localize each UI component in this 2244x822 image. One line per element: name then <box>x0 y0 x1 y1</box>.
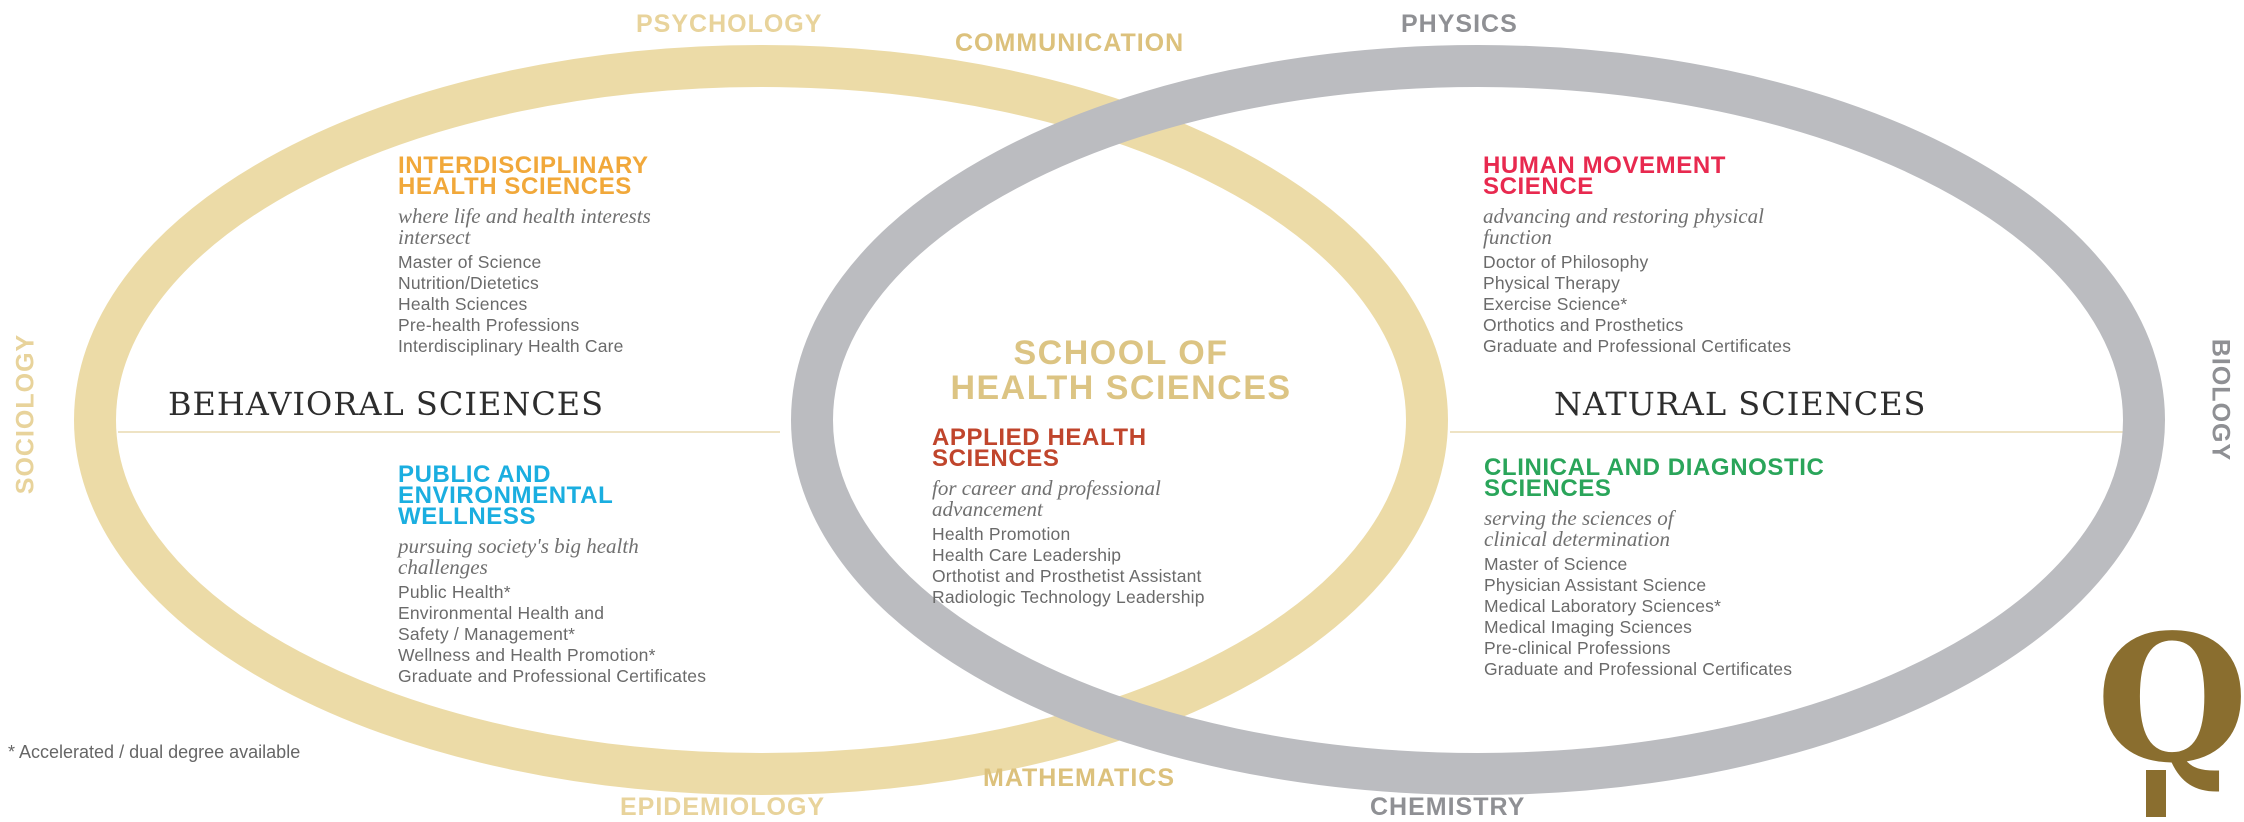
program-item: Health Care Leadership <box>932 545 1122 565</box>
section-title-line: APPLIED HEALTH <box>932 424 1147 451</box>
program-item: Environmental Health and <box>398 603 605 623</box>
program-item: Pre-clinical Professions <box>1484 638 1671 658</box>
behavioral-ring <box>74 45 1448 795</box>
section-title-line: ENVIRONMENTAL <box>398 482 614 509</box>
program-item: Medical Imaging Sciences <box>1484 617 1693 637</box>
discipline-sociology: SOCIOLOGY <box>11 333 40 495</box>
program-item: Radiologic Technology Leadership <box>932 587 1205 607</box>
tagline-line: where life and health interests <box>398 204 651 228</box>
tagline-line: challenges <box>398 555 488 579</box>
school-title-line-2: HEALTH SCIENCES <box>950 369 1292 407</box>
program-item: Graduate and Professional Certificates <box>1483 336 1792 356</box>
natural-sciences-heading: NATURAL SCIENCES <box>1554 385 1927 423</box>
discipline-mathematics: MATHEMATICS <box>983 764 1175 792</box>
school-title-line-1: SCHOOL OF <box>1013 334 1229 372</box>
section-title-line: WELLNESS <box>398 503 537 530</box>
program-item: Health Sciences <box>398 294 528 314</box>
section-title-line: CLINICAL AND DIAGNOSTIC <box>1484 454 1825 481</box>
discipline-biology: BIOLOGY <box>2206 338 2235 462</box>
school-title: SCHOOL OF HEALTH SCIENCES <box>878 336 1364 406</box>
program-item: Master of Science <box>398 252 542 272</box>
program-item: Wellness and Health Promotion* <box>398 645 656 665</box>
discipline-psychology: PSYCHOLOGY <box>636 10 823 38</box>
tagline-line: pursuing society's big health <box>398 534 639 558</box>
program-item: Graduate and Professional Certificates <box>398 666 707 686</box>
natural-ring <box>791 45 2165 795</box>
tagline-line: for career and professional <box>932 476 1161 500</box>
program-item: Health Promotion <box>932 524 1071 544</box>
program-item: Public Health* <box>398 582 511 602</box>
section-title-line: SCIENCES <box>1484 475 1612 502</box>
program-item: Graduate and Professional Certificates <box>1484 659 1793 679</box>
program-item: Orthotist and Prosthetist Assistant <box>932 566 1202 586</box>
footnote: * Accelerated / dual degree available <box>8 742 301 762</box>
program-item: Master of Science <box>1484 554 1628 574</box>
program-item: Physical Therapy <box>1483 273 1621 293</box>
discipline-physics: PHYSICS <box>1401 10 1518 38</box>
program-item: Medical Laboratory Sciences* <box>1484 596 1722 616</box>
section-title-line: HEALTH SCIENCES <box>398 173 632 200</box>
university-logo: Q <box>2100 620 2244 817</box>
discipline-chemistry: CHEMISTRY <box>1370 793 1526 821</box>
program-item: Doctor of Philosophy <box>1483 252 1649 272</box>
section-title-line: SCIENCE <box>1483 173 1594 200</box>
discipline-epidemiology: EPIDEMIOLOGY <box>620 793 826 821</box>
section-title-line: PUBLIC AND <box>398 461 552 488</box>
discipline-communication: COMMUNICATION <box>955 29 1185 57</box>
program-item: Nutrition/Dietetics <box>398 273 539 293</box>
tagline-line: function <box>1483 225 1552 249</box>
program-item: Safety / Management* <box>398 624 576 644</box>
behavioral-sciences-heading: BEHAVIORAL SCIENCES <box>168 385 605 423</box>
program-item: Interdisciplinary Health Care <box>398 336 624 356</box>
logo-mark: Q <box>2100 620 2244 802</box>
program-item: Exercise Science* <box>1483 294 1628 314</box>
tagline-line: advancement <box>932 497 1043 521</box>
tagline-line: advancing and restoring physical <box>1483 204 1764 228</box>
tagline-line: clinical determination <box>1484 527 1671 551</box>
program-item: Pre-health Professions <box>398 315 580 335</box>
logo-stem <box>2146 770 2166 817</box>
section-title-line: INTERDISCIPLINARY <box>398 152 649 179</box>
section-title-line: HUMAN MOVEMENT <box>1483 152 1727 179</box>
program-item: Orthotics and Prosthetics <box>1483 315 1684 335</box>
tagline-line: intersect <box>398 225 471 249</box>
program-item: Physician Assistant Science <box>1484 575 1707 595</box>
tagline-line: serving the sciences of <box>1484 506 1674 530</box>
section-title-line: SCIENCES <box>932 445 1060 472</box>
